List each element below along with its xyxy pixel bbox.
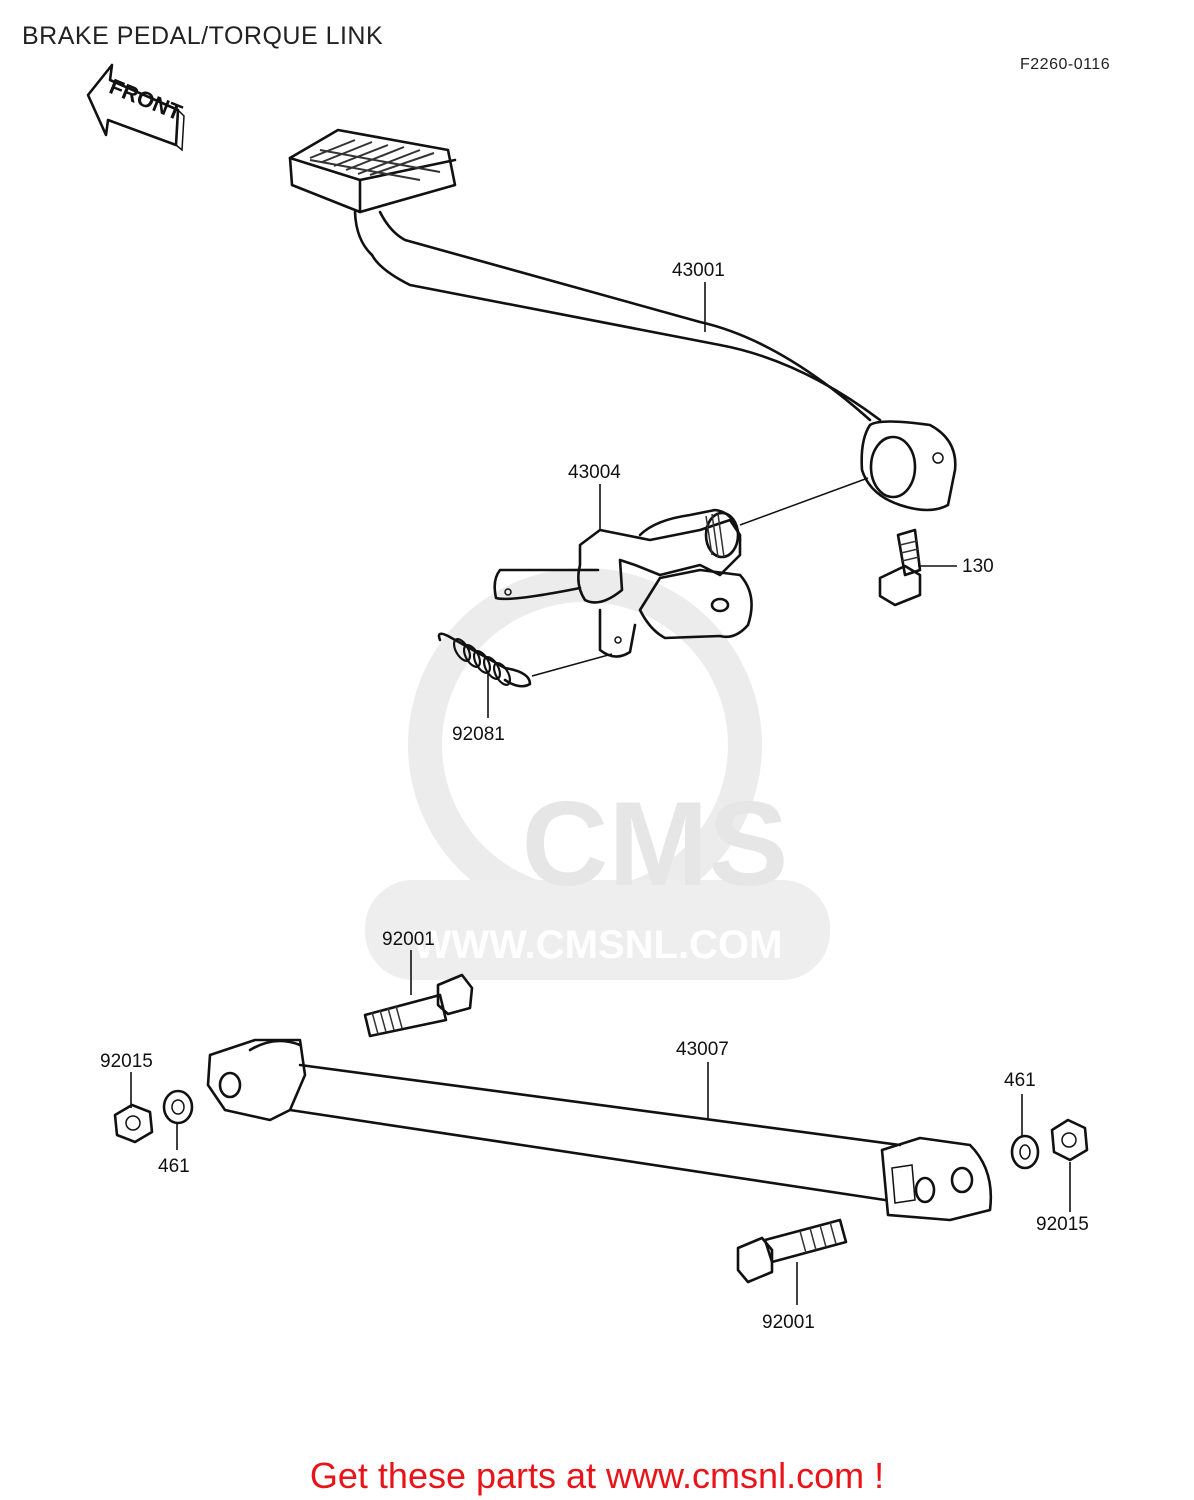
page-title: BRAKE PEDAL/TORQUE LINK bbox=[22, 22, 384, 50]
part-label-92001-upper: 92001 bbox=[382, 929, 435, 950]
washer-461-right-part bbox=[1010, 1134, 1040, 1170]
part-label-92015-left: 92015 bbox=[100, 1051, 153, 1072]
leader-lines bbox=[130, 282, 1071, 1305]
torque-link-part bbox=[206, 1038, 993, 1222]
part-label-43004: 43004 bbox=[568, 462, 621, 483]
brake-shaft-arm-part bbox=[493, 477, 869, 658]
part-label-92081: 92081 bbox=[452, 724, 505, 745]
part-label-43001: 43001 bbox=[672, 260, 725, 281]
spring-92081-part bbox=[437, 632, 613, 688]
part-label-461-left: 461 bbox=[158, 1156, 190, 1177]
buy-parts-link[interactable]: Get these parts at www.cmsnl.com ! bbox=[0, 1455, 1194, 1497]
front-arrow-icon: FRONT bbox=[86, 63, 186, 152]
part-label-92015-right: 92015 bbox=[1036, 1214, 1089, 1235]
figure-code: F2260-0116 bbox=[1020, 56, 1111, 73]
bolt-92001-upper-part bbox=[363, 973, 474, 1038]
part-label-43007: 43007 bbox=[676, 1039, 729, 1060]
part-label-461-right: 461 bbox=[1004, 1070, 1036, 1091]
nut-92015-left-part bbox=[113, 1103, 154, 1144]
brake-pedal-part bbox=[288, 128, 957, 512]
watermark-url-text: WWW.CMSNL.COM bbox=[414, 923, 783, 967]
front-arrow-label: FRONT bbox=[106, 74, 186, 126]
part-label-130: 130 bbox=[962, 556, 994, 577]
bolt-92001-lower-part bbox=[736, 1218, 848, 1284]
buy-parts-link-text[interactable]: Get these parts at www.cmsnl.com ! bbox=[309, 1455, 885, 1496]
watermark-cms-text: CMS bbox=[522, 777, 789, 911]
watermark-logo: CMS WWW.CMSNL.COM bbox=[365, 568, 830, 980]
washer-461-left-part bbox=[162, 1089, 194, 1125]
part-label-92001-lower: 92001 bbox=[762, 1312, 815, 1333]
nut-92015-right-part bbox=[1050, 1118, 1089, 1162]
bolt-130-part bbox=[878, 528, 922, 607]
